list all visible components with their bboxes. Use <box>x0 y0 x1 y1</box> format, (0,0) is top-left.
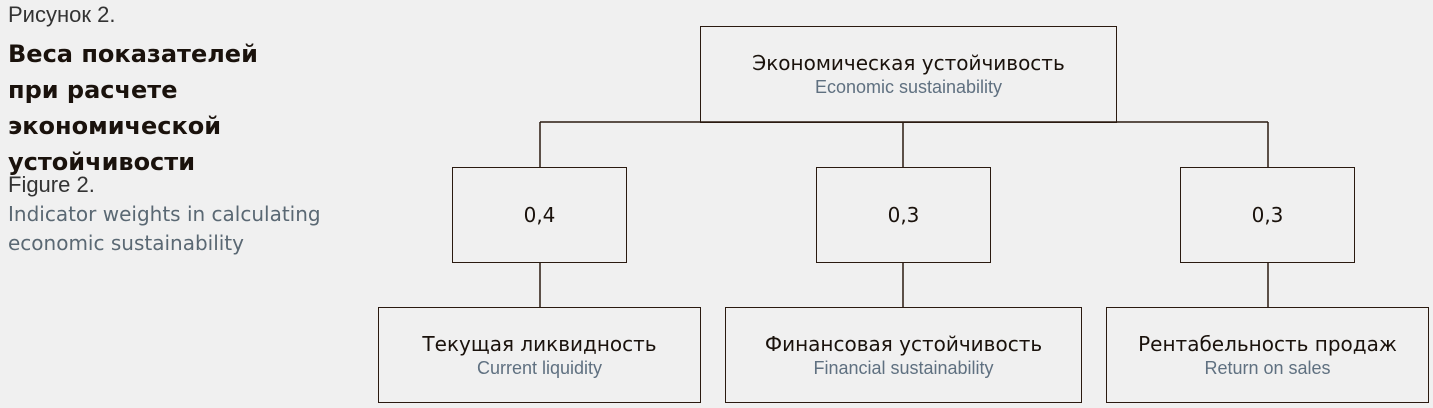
leaf-node-return-on-sales: Рентабельность продаж Return on sales <box>1106 307 1429 403</box>
weight-value: 0,3 <box>1251 203 1284 227</box>
figure-number-en: Figure 2. <box>8 172 95 197</box>
leaf-label-en: Financial sustainability <box>813 357 994 378</box>
leaf-label-ru: Рентабельность продаж <box>1138 331 1397 356</box>
leaf-label-ru: Текущая ликвидность <box>422 331 657 356</box>
figure-title-ru: Веса показателей при расчете экономическ… <box>8 40 258 176</box>
weight-node-1: 0,4 <box>452 167 627 263</box>
leaf-label-ru: Финансовая устойчивость <box>764 331 1043 356</box>
root-label-ru: Экономическая устойчивость <box>752 51 1065 75</box>
weight-value: 0,3 <box>887 203 920 227</box>
weight-node-3: 0,3 <box>1180 167 1355 263</box>
leaf-label-en: Current liquidity <box>476 357 603 378</box>
figure-title-en: Indicator weights in calculating economi… <box>8 202 321 255</box>
leaf-label-en: Return on sales <box>1204 357 1331 378</box>
root-node: Экономическая устойчивость Economic sust… <box>700 26 1117 123</box>
root-label-en: Economic sustainability <box>814 77 1003 97</box>
weight-value: 0,4 <box>523 203 556 227</box>
leaf-node-current-liquidity: Текущая ликвидность Current liquidity <box>378 307 701 403</box>
weight-node-2: 0,3 <box>816 167 991 263</box>
leaf-node-financial-sustainability: Финансовая устойчивость Financial sustai… <box>725 307 1082 403</box>
figure-number-ru: Рисунок 2. <box>8 2 116 27</box>
